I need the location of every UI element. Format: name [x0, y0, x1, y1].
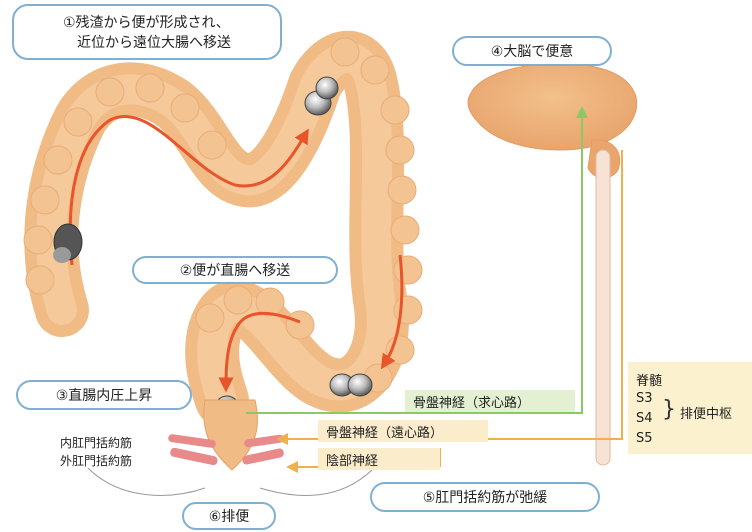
external-sphincter-label: 外肛門括約筋	[60, 452, 132, 469]
callout-step1-line2: 近位から遠位大腸へ移送	[63, 32, 231, 52]
callout-step1: ①残渣から便が形成され、 近位から遠位大腸へ移送	[12, 4, 282, 60]
external-sphincter-left	[169, 447, 218, 466]
stool-pellet	[348, 374, 372, 396]
brain	[468, 64, 637, 179]
callout-step4: ④大脳で便意	[452, 36, 612, 66]
spinal-cord-title: 脊髄	[636, 370, 662, 389]
callout-step5: ⑤肛門括約筋が弛緩	[370, 482, 600, 512]
spinal-segment-s3: S3	[636, 391, 653, 406]
callout-step2: ②便が直腸へ移送	[132, 256, 338, 284]
afferent-label-text: 骨盤神経（求心路）	[413, 392, 530, 411]
defecation-center-label: 排便中枢	[680, 403, 732, 422]
spinal-segment-s4: S4	[636, 411, 653, 426]
segment-bracket: }	[662, 395, 676, 425]
callout-step2-text: ②便が直腸へ移送	[180, 260, 291, 280]
callout-step6-text: ⑥排便	[209, 506, 250, 526]
buttock-contour-right	[260, 470, 372, 495]
callout-step4-text: ④大脳で便意	[491, 41, 574, 61]
afferent-label: 骨盤神経（求心路）	[405, 390, 575, 412]
spinal-cord	[596, 150, 610, 465]
pudendal-label: 陰部神経	[318, 448, 440, 470]
callout-step6: ⑥排便	[182, 502, 276, 530]
colon	[24, 38, 422, 400]
callout-step5-text: ⑤肛門括約筋が弛緩	[423, 487, 548, 507]
buttock-contour-left	[88, 468, 205, 495]
internal-sphincter-label: 内肛門括約筋	[60, 434, 132, 451]
stool-pellet	[53, 247, 71, 263]
spinal-segment-s5: S5	[636, 431, 653, 446]
efferent-label: 骨盤神経（遠心路）	[318, 420, 488, 442]
efferent-label-text: 骨盤神経（遠心路）	[326, 422, 443, 441]
callout-step1-line1: ①残渣から便が形成され、	[63, 12, 230, 32]
pudendal-label-text: 陰部神経	[326, 450, 378, 469]
callout-step3-text: ③直腸内圧上昇	[56, 385, 153, 405]
stool-pellet	[316, 77, 338, 99]
callout-step3: ③直腸内圧上昇	[16, 380, 192, 410]
